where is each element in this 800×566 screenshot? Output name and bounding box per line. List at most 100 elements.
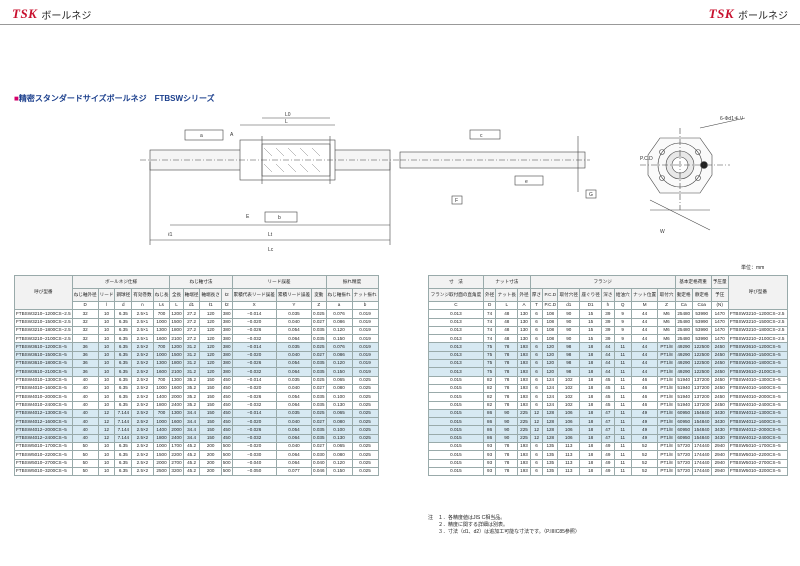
table-cell: 200 [199,458,222,468]
table-cell: 18 [579,342,603,352]
table-cell: 50 [71,450,99,460]
table-cell: 18 [579,417,603,427]
th-right-model: 呼び型番 [727,274,789,311]
symbol-left-9: ℓ2 [220,300,233,311]
table-cell: 137200 [691,392,712,402]
table-cell: 10 [97,400,116,410]
table-cell: 3430 [710,425,729,435]
table-cell: 44 [630,367,659,377]
table-cell: 52 [630,442,659,452]
table-cell: 74 [482,325,497,336]
table-cell: 0.035 [311,400,327,410]
table-cell: 2000 [169,425,184,435]
table-cell: 6 [529,450,544,460]
symbol-right-6: P.C.D [542,300,559,311]
shaft-front-view [399,129,597,205]
table-cell: 200 [199,442,222,452]
table-cell: 1300 [152,325,171,336]
table-cell: 2.5×1 [131,309,154,319]
table-cell: 1200 [169,342,184,352]
table-cell: 18 [579,442,603,452]
table-cell: 11 [613,383,632,394]
table-cell: 0.054 [275,325,313,336]
table-cell: 174440 [691,466,712,477]
table-cell: 2400 [169,433,184,444]
th-right-group-0: 寸 法 [428,275,484,289]
table-cell: 1500 [169,350,184,361]
table-cell: 45.2 [182,466,201,477]
table-cell: 0.150 [325,466,353,477]
table-cell: 45 [601,400,615,410]
table-cell: 0.019 [351,334,379,344]
table-cell: 44 [630,309,659,319]
table-cell: 0.025 [311,408,327,419]
table-cell: 0.025 [311,342,327,352]
table-cell: 25480 [674,317,693,327]
table-cell: 57720 [674,466,693,477]
table-cell: −0.020 [231,383,277,394]
table-cell: 174440 [691,450,712,460]
table-cell: 74 [482,317,497,327]
th-group-lead: リード誤差 [231,275,327,289]
table-cell: 135 [542,450,559,460]
cell-model: FTBSW5010−1700CS−5 [727,442,789,452]
table-cell: 12 [97,425,116,435]
table-cell: 0.120 [325,458,353,468]
table-cell: 78 [495,342,519,352]
cell-model: FTBSW5010−2200CS−5 [727,450,789,460]
symbol-left-11: Y [275,300,313,311]
table-cell: 18 [579,458,603,468]
table-cell: 0.025 [351,458,379,468]
table-cell: 12 [529,408,544,419]
table-cell: 10 [97,442,116,452]
table-cell: 0.013 [428,317,484,327]
table-cell: 90 [495,417,519,427]
table-cell: 0.013 [428,367,484,377]
table-cell: 49 [630,425,659,435]
cell-model: FTBSW5010−3200CS−5 [727,466,789,477]
table-cell: −0.014 [231,408,277,419]
table-cell: 44 [601,367,615,377]
table-cell: 32 [71,334,99,344]
table-cell: 6 [529,342,544,352]
table-cell: 0.065 [325,408,353,419]
table-cell: 500 [220,466,233,477]
table-cell: 380 [220,334,233,344]
cell-model: FTBSW3210−1200CS−2.5 [14,309,73,319]
th-left-col-2: リード [97,288,116,302]
table-cell: 35.2 [182,392,201,402]
table-cell: 2700 [169,458,184,468]
table-cell: 60950 [674,425,693,435]
table-cell: −0.014 [231,375,277,385]
cell-model: FTBSW4012−1300CS−5 [14,408,73,419]
table-cell: 3430 [710,408,729,419]
th-right-col-13: 動定格 [674,288,693,302]
cell-model: FTBSW4012−2000CS−5 [14,425,73,435]
symbol-right-11: M [630,300,659,311]
table-cell: 122500 [691,350,712,361]
th-right-group-preload: 予圧量 [710,275,729,289]
table-cell: 0.019 [351,367,379,377]
brand-logo: TSK [12,6,38,21]
nut-hatch [263,147,321,173]
cell-model: FTBSW3210−1200CS−2.5 [727,309,789,319]
table-cell: 2.5×2 [131,466,154,477]
symbol-left-12: Z [311,300,327,311]
dim-l0-label: L0 [285,112,291,118]
table-cell: 380 [220,350,233,361]
table-cell: 150 [199,433,222,444]
table-cell: 48 [495,334,519,344]
table-cell: 60950 [674,433,693,444]
table-cell: 6.35 [114,450,133,460]
table-cell: 113 [557,466,581,477]
